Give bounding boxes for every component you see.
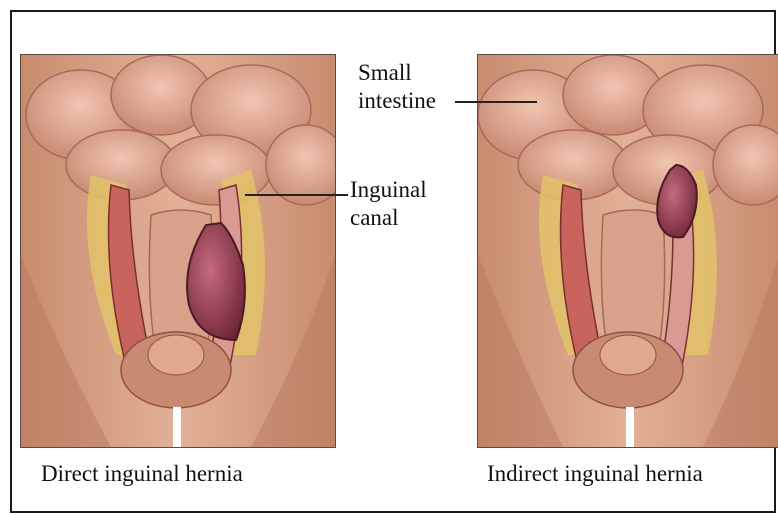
direct-hernia-caption: Direct inguinal hernia	[41, 460, 243, 487]
glans	[600, 335, 656, 375]
inguinal-canal-label-line1: Inguinal	[350, 176, 427, 203]
small-intestine-label-line2: intestine	[358, 87, 436, 114]
indirect-hernia-drawing	[478, 55, 778, 447]
indirect-hernia-illustration	[477, 54, 778, 448]
center-gap	[626, 407, 634, 447]
inguinal-canal-label-line2: canal	[350, 204, 399, 231]
indirect-hernia-caption: Indirect inguinal hernia	[487, 460, 703, 487]
glans	[148, 335, 204, 375]
direct-hernia-drawing	[21, 55, 335, 447]
small-intestine-label-line1: Small	[358, 59, 412, 86]
center-gap	[173, 407, 181, 447]
intestine-loops	[26, 55, 335, 205]
inguinal-canal-leader-line	[245, 194, 348, 196]
direct-hernia-illustration	[20, 54, 336, 448]
small-intestine-leader-line	[455, 101, 537, 103]
